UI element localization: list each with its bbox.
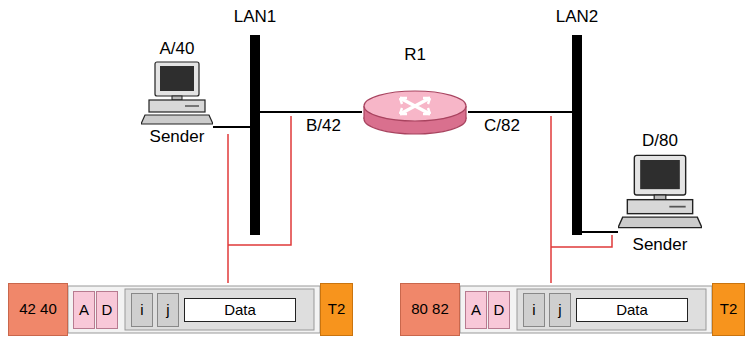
keyboard <box>618 217 702 228</box>
monitor <box>155 62 199 96</box>
field-text: i <box>140 302 143 319</box>
frame-field: T2 <box>712 283 745 336</box>
host-role: Sender <box>618 236 702 255</box>
field-text: T2 <box>720 301 738 318</box>
tap-line <box>550 116 552 283</box>
router-node: R1 <box>362 88 468 136</box>
field-text: 42 40 <box>19 301 57 318</box>
network-link <box>582 232 618 233</box>
frame-field: 42 40 <box>8 283 68 336</box>
computer-node: A/40Sender <box>141 40 213 148</box>
router-icon <box>362 88 468 136</box>
computer-icon <box>618 153 702 230</box>
field-text: A <box>471 302 481 319</box>
interface-address: C/82 <box>484 117 520 136</box>
field-text: D <box>494 302 505 319</box>
frame-field: i <box>131 293 153 327</box>
drive-slot <box>669 206 685 208</box>
host-address: D/80 <box>618 132 702 151</box>
lan-bus: LAN1 <box>250 35 260 235</box>
frame-field: Data <box>576 298 688 322</box>
frame-field: T2 <box>320 283 353 336</box>
drive-slot <box>185 105 199 107</box>
frame-field: j <box>157 293 179 327</box>
keyboard <box>141 115 213 124</box>
frame-body <box>68 286 320 333</box>
screen <box>640 160 680 189</box>
lan-name: LAN2 <box>556 8 599 27</box>
computer-icon <box>141 60 213 126</box>
monitor <box>634 155 685 195</box>
frame-field: D <box>96 291 118 329</box>
frame-field: A <box>465 291 487 329</box>
field-text: j <box>166 302 169 319</box>
network-link <box>468 112 572 113</box>
link-line <box>213 126 250 128</box>
frame-field: D <box>488 291 510 329</box>
link-line <box>260 111 362 113</box>
field-text: D <box>102 302 113 319</box>
field-text: 80 82 <box>411 301 449 318</box>
host-address: A/40 <box>141 40 213 59</box>
link-line <box>468 111 572 113</box>
frame-body <box>460 286 712 333</box>
network-link <box>213 127 250 128</box>
host-role: Sender <box>141 128 213 147</box>
payload-region <box>125 289 314 330</box>
payload-region <box>517 289 706 330</box>
computer-node: D/80Sender <box>618 132 702 260</box>
tap-line <box>227 134 229 283</box>
frame-field: A <box>73 291 95 329</box>
interface-address: B/42 <box>306 117 341 136</box>
network-link <box>260 112 362 113</box>
frame-field: i <box>523 293 545 327</box>
lan-name: LAN1 <box>234 8 277 27</box>
field-text: A <box>79 302 89 319</box>
field-text: Data <box>616 302 648 319</box>
frame-field: 80 82 <box>400 283 460 336</box>
field-text: T2 <box>328 301 346 318</box>
frame-field: Data <box>184 298 296 322</box>
system-case <box>149 100 205 112</box>
system-case <box>627 200 692 214</box>
frame-field: j <box>549 293 571 327</box>
field-text: Data <box>224 302 256 319</box>
lan-bus: LAN2 <box>572 35 582 235</box>
tap-line <box>551 235 612 247</box>
field-text: i <box>532 302 535 319</box>
screen <box>160 66 194 91</box>
field-text: j <box>558 302 561 319</box>
link-line <box>582 231 618 233</box>
router-name: R1 <box>404 46 426 65</box>
